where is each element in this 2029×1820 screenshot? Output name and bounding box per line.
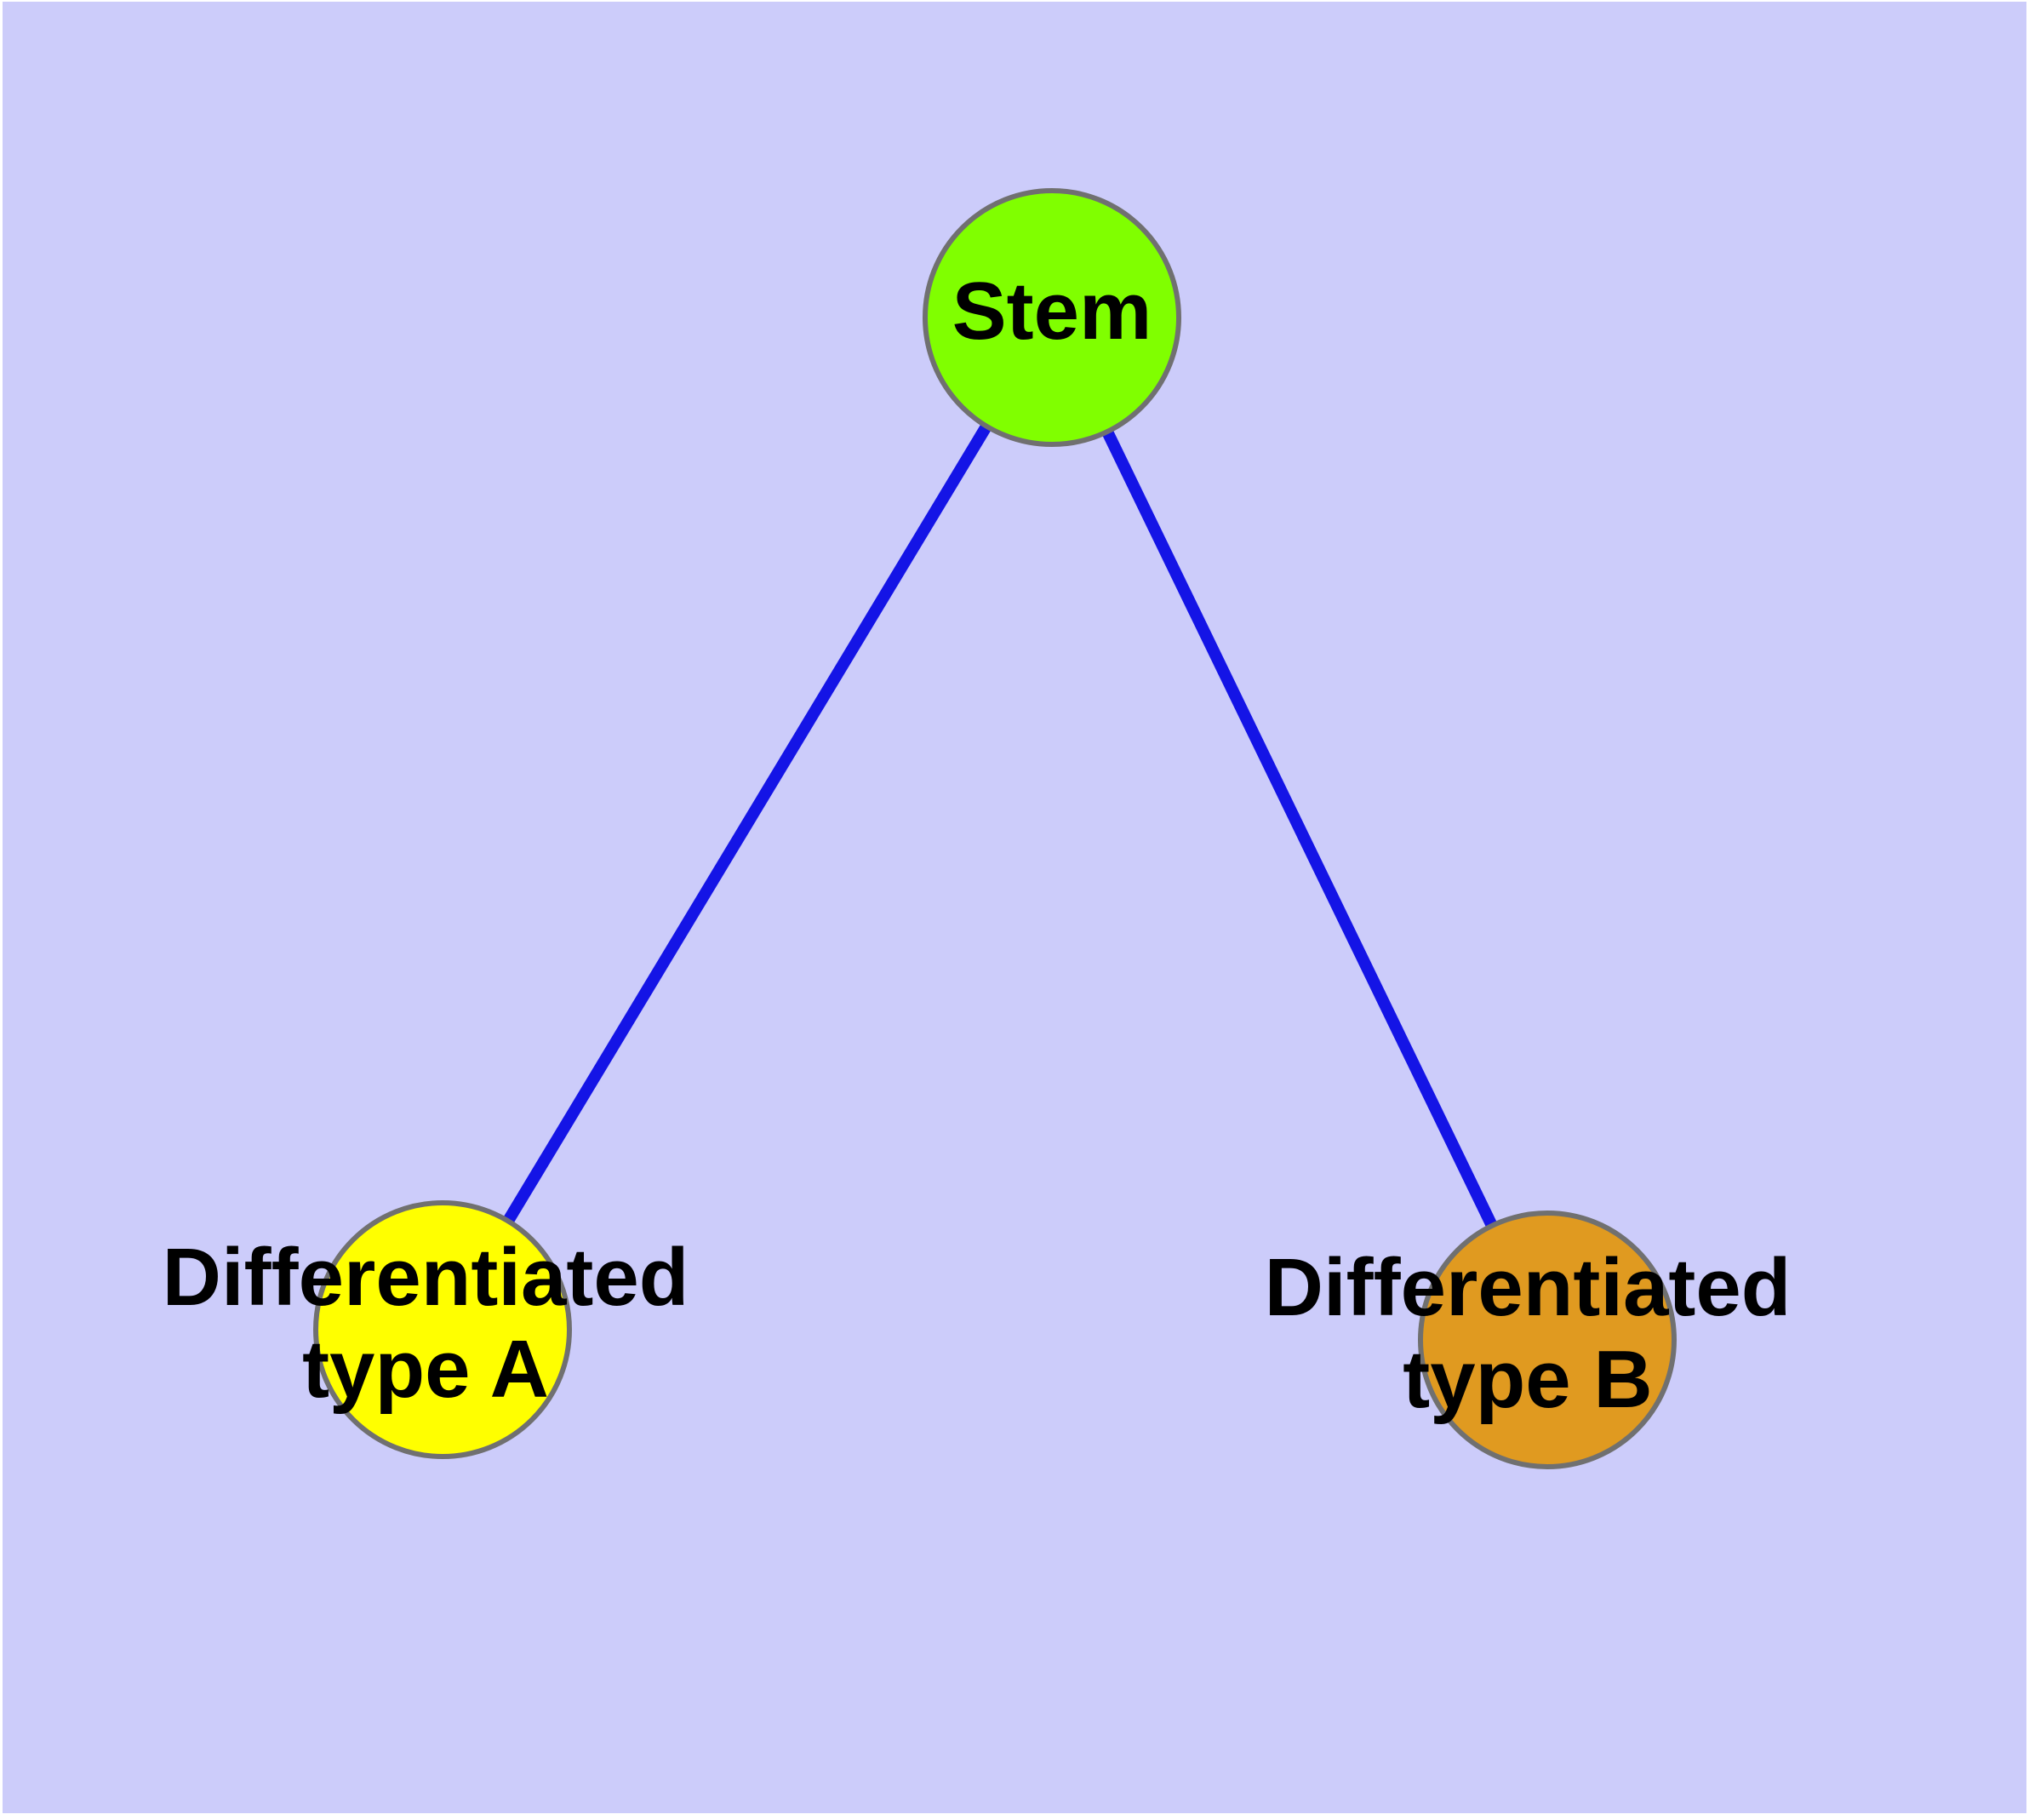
graph-edge xyxy=(437,314,1057,1333)
graph-node-label-line: Differentiated xyxy=(163,1233,689,1324)
graph-node-stem[interactable] xyxy=(923,188,1181,447)
node-layer xyxy=(313,188,1677,1469)
graph-node-label-line: type B xyxy=(1403,1334,1652,1425)
graph-node-diff-b[interactable] xyxy=(1418,1210,1677,1469)
graph-edge xyxy=(1046,314,1553,1343)
graph-node-diff-a[interactable] xyxy=(313,1200,572,1459)
graph-node-label-line: type A xyxy=(302,1324,549,1415)
graph-node-label-stem: Stem xyxy=(952,266,1152,357)
graph-node-label-line: Differentiated xyxy=(1265,1243,1792,1334)
edge-layer xyxy=(437,314,1553,1343)
graph-node-label-line: Stem xyxy=(952,266,1152,357)
